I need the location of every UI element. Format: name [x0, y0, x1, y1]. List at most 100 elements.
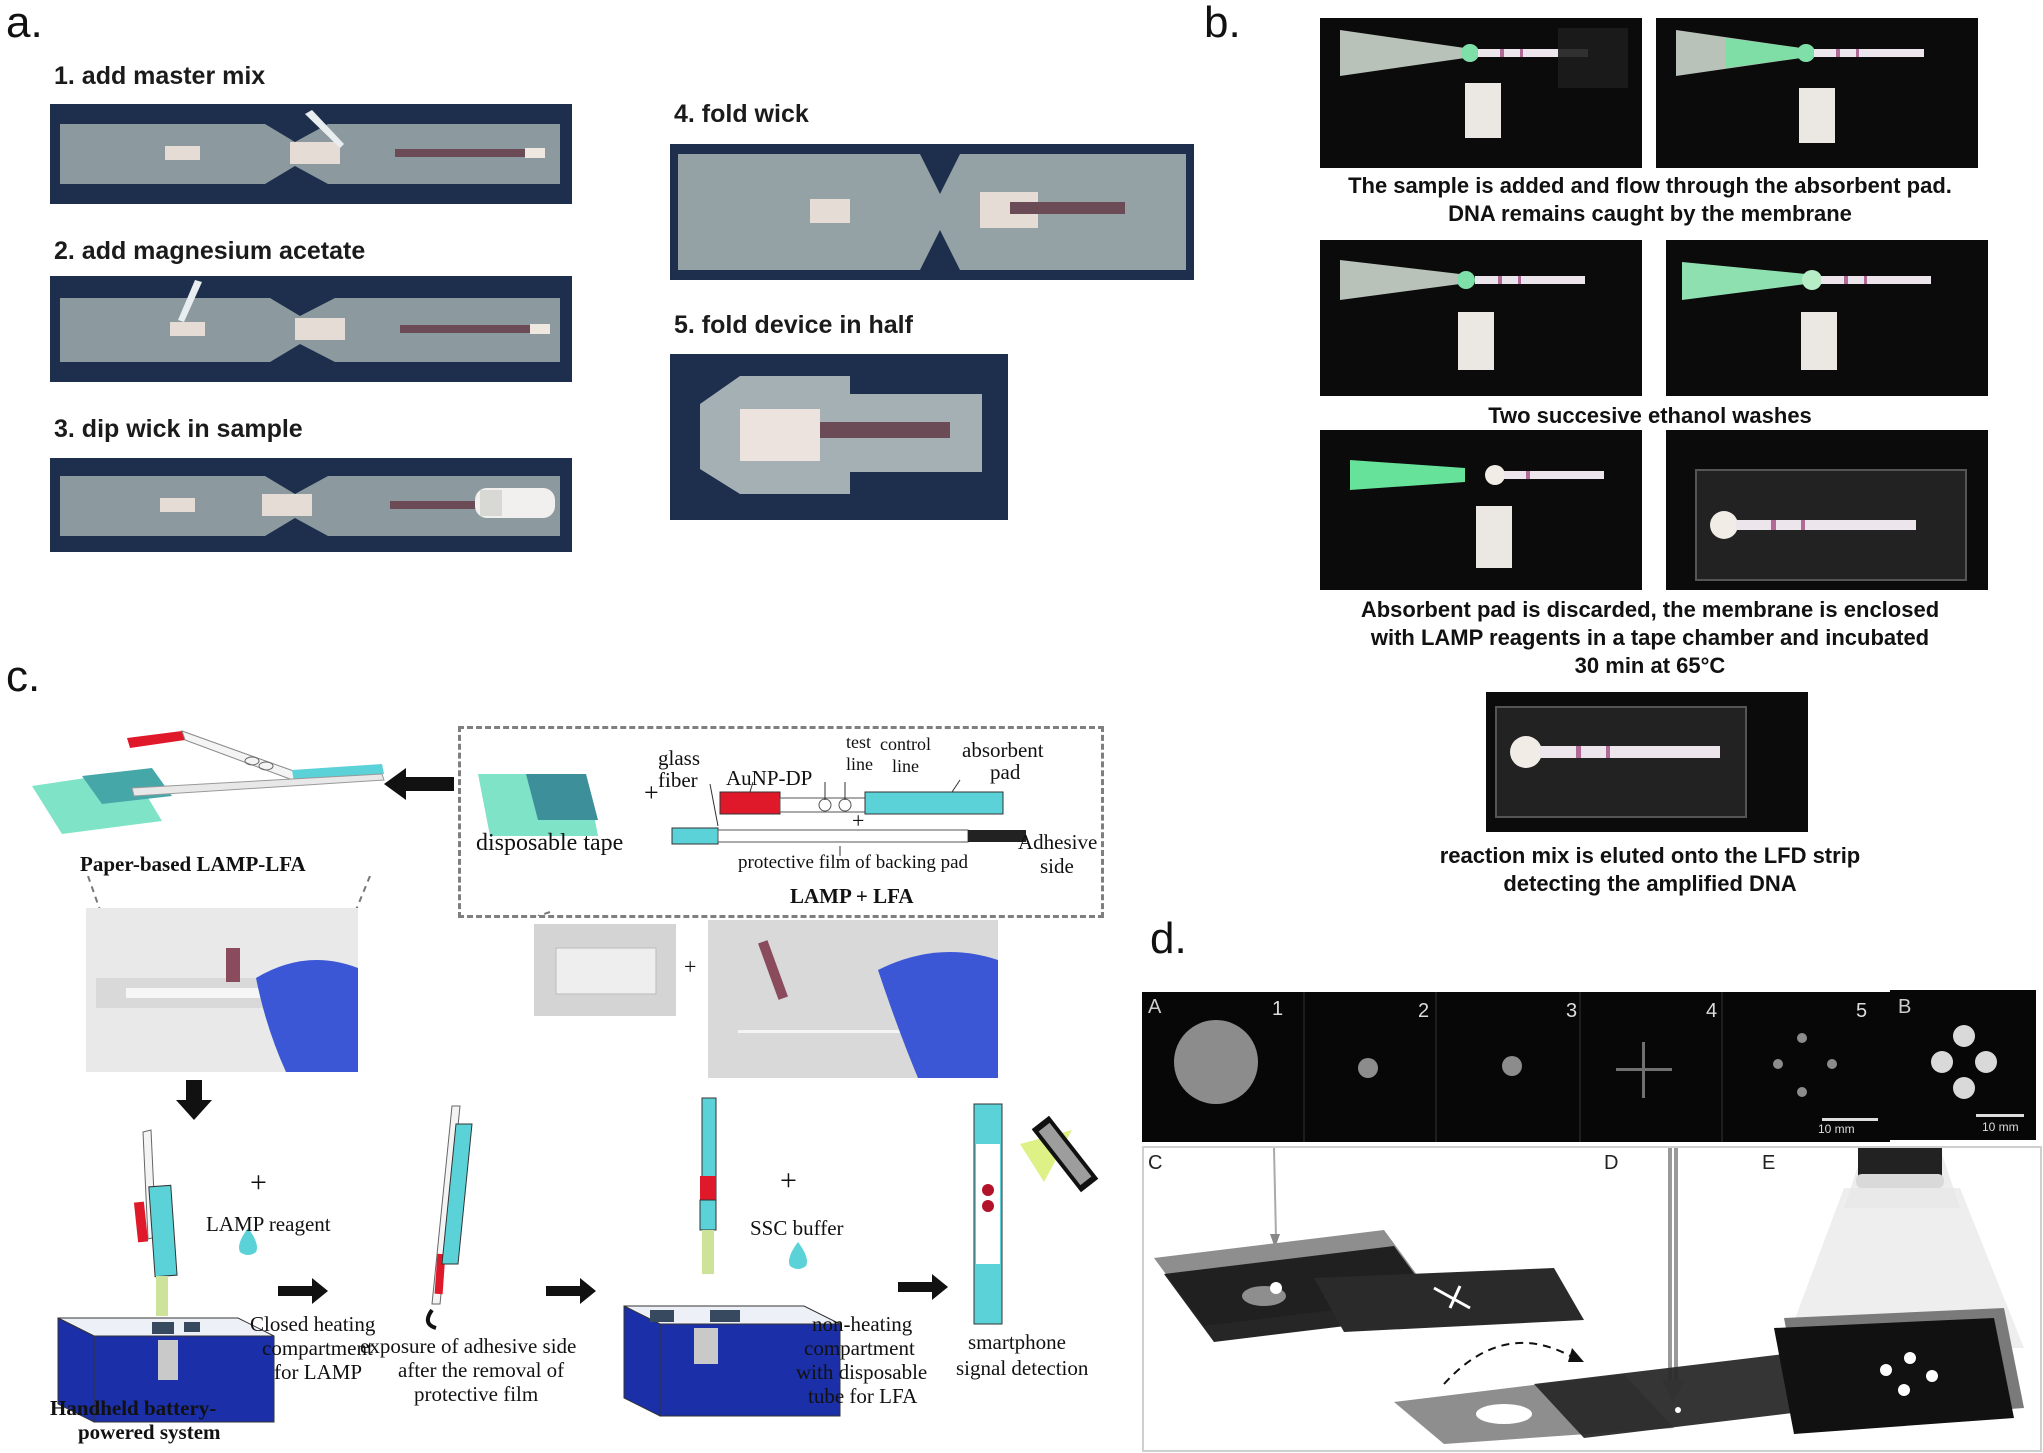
smartphone-detection-illustration	[973, 1103, 1099, 1325]
adhesive-label-2: side	[1040, 854, 1074, 878]
paper-based-title: Paper-based LAMP-LFA	[80, 852, 306, 876]
absorbent-label-1: absorbent	[962, 738, 1044, 762]
protective-label: protective film of backing pad	[738, 852, 969, 873]
lamp-lfa-box	[458, 726, 1104, 918]
d-num-2: 2	[1418, 1000, 1430, 1022]
d-illustration-frame	[1142, 1146, 2042, 1452]
b-photo-4	[1666, 240, 1988, 396]
step-4-label: 4. fold wick	[674, 100, 809, 128]
b-caption-2: Two succesive ethanol washes	[1488, 403, 1812, 428]
c-photo-strip-hand	[708, 920, 998, 1078]
exposure-label-1: exposure of adhesive side	[360, 1334, 577, 1358]
b-photo-1	[1320, 18, 1642, 168]
b-photo-3	[1320, 240, 1642, 396]
lamp-reagent-label: LAMP reagent	[206, 1212, 331, 1236]
handheld-label-2: powered system	[78, 1420, 221, 1444]
c-photo-tape	[534, 924, 676, 1016]
d-num-5: 5	[1856, 1000, 1868, 1022]
step-4-photo	[670, 144, 1194, 280]
fiber-label: fiber	[658, 768, 698, 792]
plus-sign-5: +	[780, 1164, 797, 1197]
b-photo-7	[1486, 692, 1808, 832]
smartphone-label-1: smartphone	[968, 1330, 1066, 1354]
lfa-strip-diagram	[671, 779, 1026, 856]
step-3-photo	[50, 458, 572, 552]
d-scale-B: 10 mm	[1982, 1120, 2019, 1134]
panel-d-letter: d.	[1150, 914, 1187, 963]
b-caption-1-line1: The sample is added and flow through the…	[1348, 173, 1952, 198]
exposure-label-3: protective film	[414, 1382, 539, 1406]
handheld-system-1	[57, 1129, 275, 1423]
c-photo-device-hand	[86, 908, 358, 1072]
handheld-label-1: Handheld battery-	[50, 1396, 217, 1420]
d-num-3: 3	[1566, 1000, 1578, 1022]
step-1-photo	[50, 104, 572, 204]
d-num-4: 4	[1706, 1000, 1718, 1022]
d-panel-A	[1142, 992, 1890, 1142]
step-1-label: 1. add master mix	[54, 62, 266, 90]
b-caption-1-line2: DNA remains caught by the membrane	[1448, 201, 1852, 226]
plus-sign-1: +	[644, 778, 659, 807]
step-5-photo	[670, 354, 1008, 520]
d-label-D: D	[1604, 1152, 1619, 1174]
b-caption-3-line2: with LAMP reagents in a tape chamber and…	[1370, 625, 1930, 650]
d-scale-A: 10 mm	[1818, 1122, 1855, 1136]
left-arrow-icon	[384, 768, 454, 800]
b-photo-5	[1320, 430, 1642, 590]
b-caption-3-line3: 30 min at 65°C	[1574, 653, 1726, 678]
exposed-strip-illustration	[425, 1105, 473, 1330]
nonheat-label-1: non-heating	[812, 1312, 913, 1336]
d-panel-B	[1890, 990, 2036, 1140]
b-photo-6	[1666, 430, 1988, 590]
aunp-label: AuNP-DP	[726, 766, 813, 790]
glass-label: glass	[658, 746, 700, 770]
ssc-buffer-label: SSC buffer	[750, 1216, 844, 1240]
right-arrow-icon-3	[898, 1274, 948, 1300]
right-arrow-icon-2	[546, 1278, 596, 1304]
plus-sign-2: +	[852, 808, 865, 833]
paper-device-illustration	[32, 730, 385, 834]
b-photo-2	[1656, 18, 1978, 168]
nonheat-label-4: tube for LFA	[808, 1384, 918, 1408]
ssc-drop-icon	[789, 1242, 807, 1269]
control-label-1: control	[880, 734, 931, 754]
step-5-label: 5. fold device in half	[674, 311, 913, 339]
disposable-tape-icon	[478, 774, 598, 836]
d-num-1: 1	[1272, 998, 1284, 1020]
b-caption-4-line1: reaction mix is eluted onto the LFD stri…	[1439, 843, 1861, 868]
plus-sign-3: +	[684, 954, 697, 979]
lamp-reagent-drop-icon	[239, 1228, 257, 1255]
d-label-E: E	[1762, 1152, 1776, 1174]
test-label-1: test	[846, 732, 871, 752]
b-caption-4-line2: detecting the amplified DNA	[1503, 871, 1797, 896]
lamp-lfa-label: LAMP + LFA	[790, 884, 914, 908]
control-label-2: line	[892, 756, 919, 776]
closed-heating-1: Closed heating	[250, 1312, 376, 1336]
b-caption-3-line1: Absorbent pad is discarded, the membrane…	[1360, 597, 1940, 622]
panel-b-letter: b.	[1204, 0, 1241, 47]
closed-heating-2: compartment	[262, 1336, 373, 1360]
panel-a-letter: a.	[6, 0, 43, 47]
panel-c-letter: c.	[6, 652, 41, 701]
step-2-label: 2. add magnesium acetate	[54, 237, 366, 265]
d-label-C: C	[1148, 1152, 1163, 1174]
step-2-photo	[50, 276, 572, 382]
d-label-B: B	[1898, 996, 1912, 1018]
b-caption-1: The sample is added and flow through the…	[1300, 172, 2000, 228]
nonheat-label-3: with disposable	[796, 1360, 928, 1384]
disposable-tape-label: disposable tape	[476, 830, 624, 856]
closed-heating-3: for LAMP	[274, 1360, 363, 1384]
nonheat-label-2: compartment	[804, 1336, 915, 1360]
smartphone-label-2: signal detection	[956, 1356, 1089, 1380]
dashed-connectors	[87, 876, 551, 916]
right-arrow-icon-1	[278, 1278, 328, 1304]
exposure-label-2: after the removal of	[398, 1358, 565, 1382]
handheld-system-2	[623, 1097, 841, 1417]
plus-sign-4: +	[250, 1166, 267, 1199]
absorbent-label-2: pad	[990, 760, 1021, 784]
b-caption-3: Absorbent pad is discarded, the membrane…	[1300, 596, 2000, 680]
down-arrow-icon	[176, 1080, 212, 1120]
test-label-2: line	[846, 754, 873, 774]
b-caption-4: reaction mix is eluted onto the LFD stri…	[1300, 842, 2000, 898]
step-3-label: 3. dip wick in sample	[54, 415, 303, 443]
